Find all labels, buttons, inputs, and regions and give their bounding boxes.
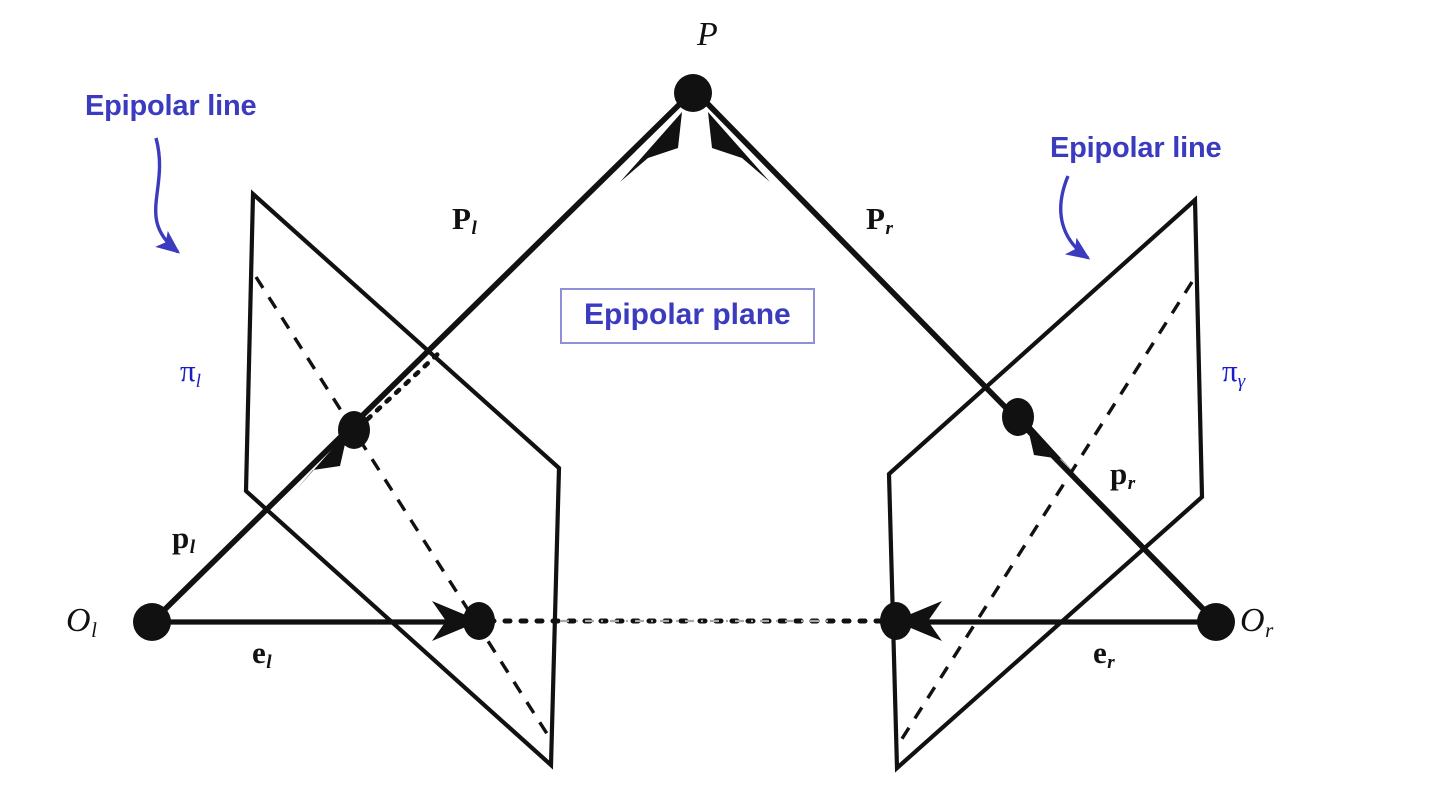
left-epipole-letter: e [252,635,266,670]
right-epipole-dot [880,602,912,640]
left-epipolar-line-dashed [254,276,553,741]
left-ray-label: Pl [452,203,477,239]
right-epipole-arrowhead [894,601,942,641]
right-epipole-subscript: r [1107,652,1115,674]
left-plane-subscript: l [195,370,201,392]
right-image-point-label: pr [1110,458,1135,494]
left-epipole-label: el [252,637,272,673]
epipolar-line-label-left: Epipolar line [85,90,257,122]
right-epipolar-line-arrow [1059,175,1091,260]
epipolar-line-label-right: Epipolar line [1050,132,1222,164]
right-image-plane [886,195,1205,773]
left-ray-line [150,94,690,624]
epipolar-plane-label: Epipolar plane [560,288,815,344]
right-plane-outline [886,195,1205,773]
left-epipole-dot [463,602,495,640]
left-plane-letter: π [180,353,196,388]
scene-point-P-dot [674,74,712,112]
scene-point-label: P [697,16,718,53]
left-camera-center-letter: O [66,602,91,639]
right-camera-center-dot [1197,603,1235,641]
right-epipole-letter: e [1093,635,1107,670]
right-plane-subscript: γ [1237,370,1246,392]
right-ray-line [698,94,1218,624]
left-ray-arrowhead [620,112,682,182]
right-epipolar-line-dashed [896,281,1194,746]
left-epipolar-line-arrow [154,137,181,254]
left-plane-outline [243,189,562,770]
left-ray-subscript: l [471,218,477,240]
left-image-point-label: pl [172,522,195,558]
left-camera-center-subscript: l [91,617,97,642]
right-plane-letter: π [1222,353,1238,388]
right-camera-center-label: Or [1240,604,1273,641]
left-epipole-arrowhead [432,601,480,641]
left-image-point-dot [338,411,370,449]
right-image-point-subscript: r [1127,473,1136,495]
left-ray-letter: P [452,201,471,236]
right-image-point-dot [1002,398,1034,436]
right-plane-label: πγ [1222,355,1245,391]
left-image-point-subscript: l [189,537,196,559]
left-epipole-subscript: l [266,652,272,674]
left-camera-center-label: Ol [66,604,97,641]
left-image-point-letter: p [172,520,190,555]
right-ray-label: Pr [866,203,893,239]
right-image-point-letter: p [1110,456,1128,491]
left-plane-label: πl [180,355,201,391]
right-camera-center-letter: O [1240,602,1265,639]
right-ray-letter: P [866,201,885,236]
left-image-plane [243,189,562,770]
left-camera-center-dot [133,603,171,641]
right-ray-arrowhead [708,112,770,182]
right-image-point-arrowhead [1026,420,1079,478]
right-ray-subscript: r [885,218,893,240]
left-image-point-arrowhead [296,431,348,490]
right-epipole-label: er [1093,637,1115,673]
right-camera-center-subscript: r [1265,617,1274,642]
left-point-connector-dotted [355,349,443,431]
